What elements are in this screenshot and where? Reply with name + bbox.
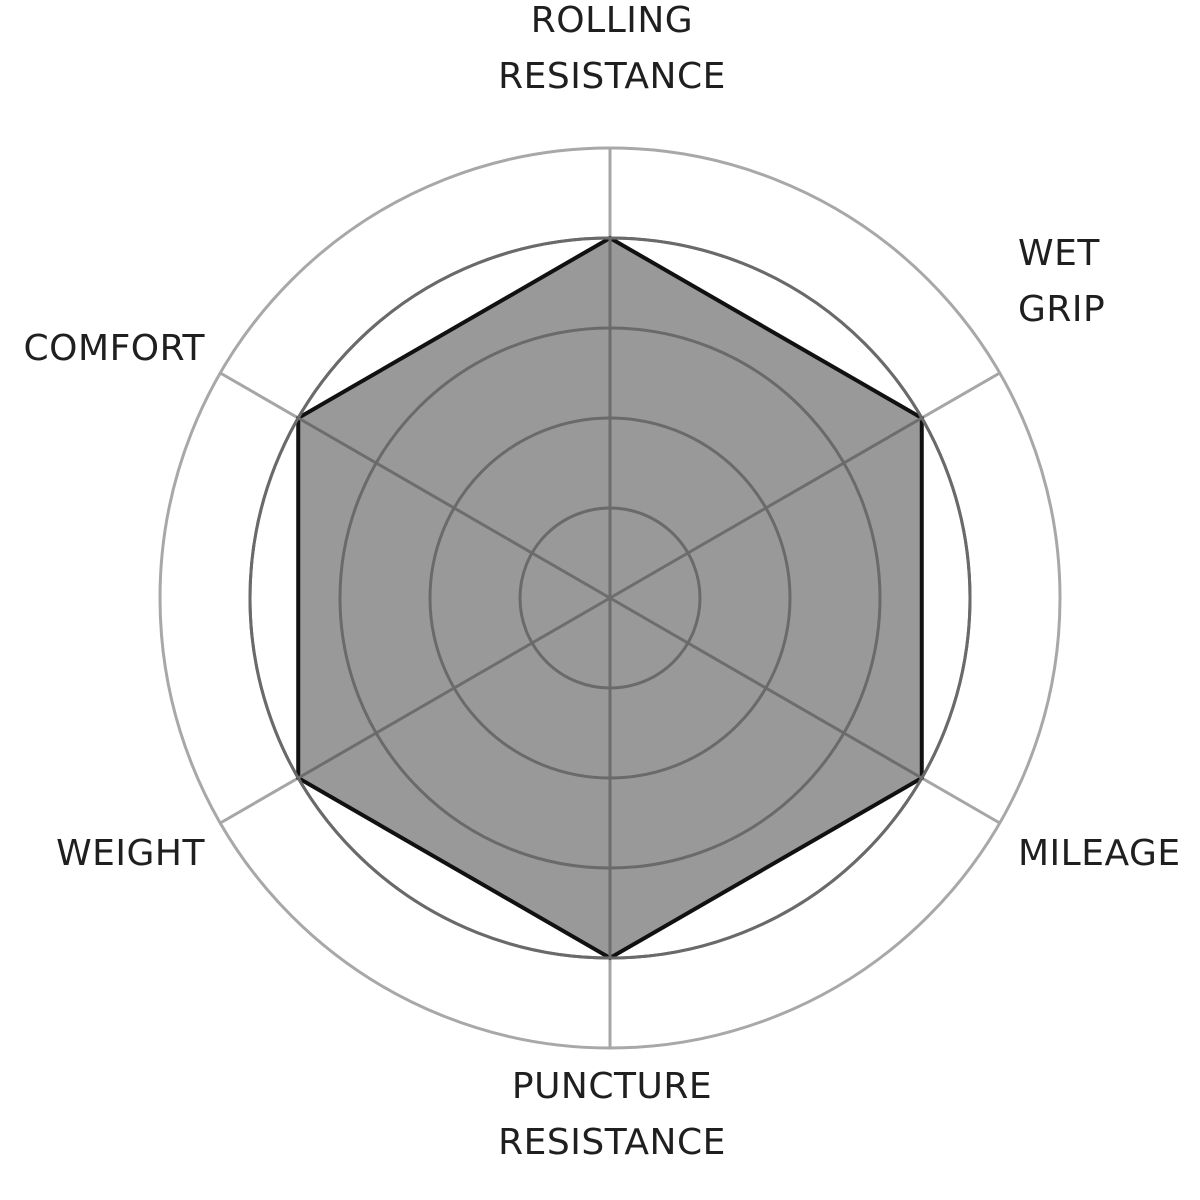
axis-label-line: GRIP bbox=[1018, 289, 1105, 330]
axis-label-line: WEIGHT bbox=[56, 833, 205, 874]
axis-label-line: ROLLING bbox=[531, 0, 693, 41]
axis-label-puncture: PUNCTURE RESISTANCE bbox=[498, 1066, 726, 1163]
data-layer bbox=[248, 235, 972, 961]
axis-label-wet_grip: WET GRIP bbox=[1018, 233, 1105, 330]
axis-label-line: RESISTANCE bbox=[498, 1122, 726, 1163]
inner-grid-ring-1 bbox=[518, 506, 702, 690]
axis-label-line: COMFORT bbox=[24, 328, 206, 369]
axis-label-line: WET bbox=[1018, 233, 1100, 274]
axis-label-line: MILEAGE bbox=[1018, 833, 1181, 874]
axis-label-comfort: COMFORT bbox=[24, 328, 206, 369]
inner-grid-ring-2 bbox=[428, 416, 792, 780]
axis-label-mileage: MILEAGE bbox=[1018, 833, 1181, 874]
axis-label-weight: WEIGHT bbox=[56, 833, 205, 874]
inner-grid-ring-4 bbox=[248, 236, 972, 960]
axis-label-line: RESISTANCE bbox=[498, 56, 726, 97]
label-layer: ROLLING RESISTANCE WET GRIP MILEAGE PUNCTURE R… bbox=[24, 0, 1181, 1163]
axis-label-rolling: ROLLING RESISTANCE bbox=[498, 0, 726, 97]
axis-label-line: PUNCTURE bbox=[512, 1066, 712, 1107]
inner-grid-ring-3 bbox=[338, 326, 882, 870]
